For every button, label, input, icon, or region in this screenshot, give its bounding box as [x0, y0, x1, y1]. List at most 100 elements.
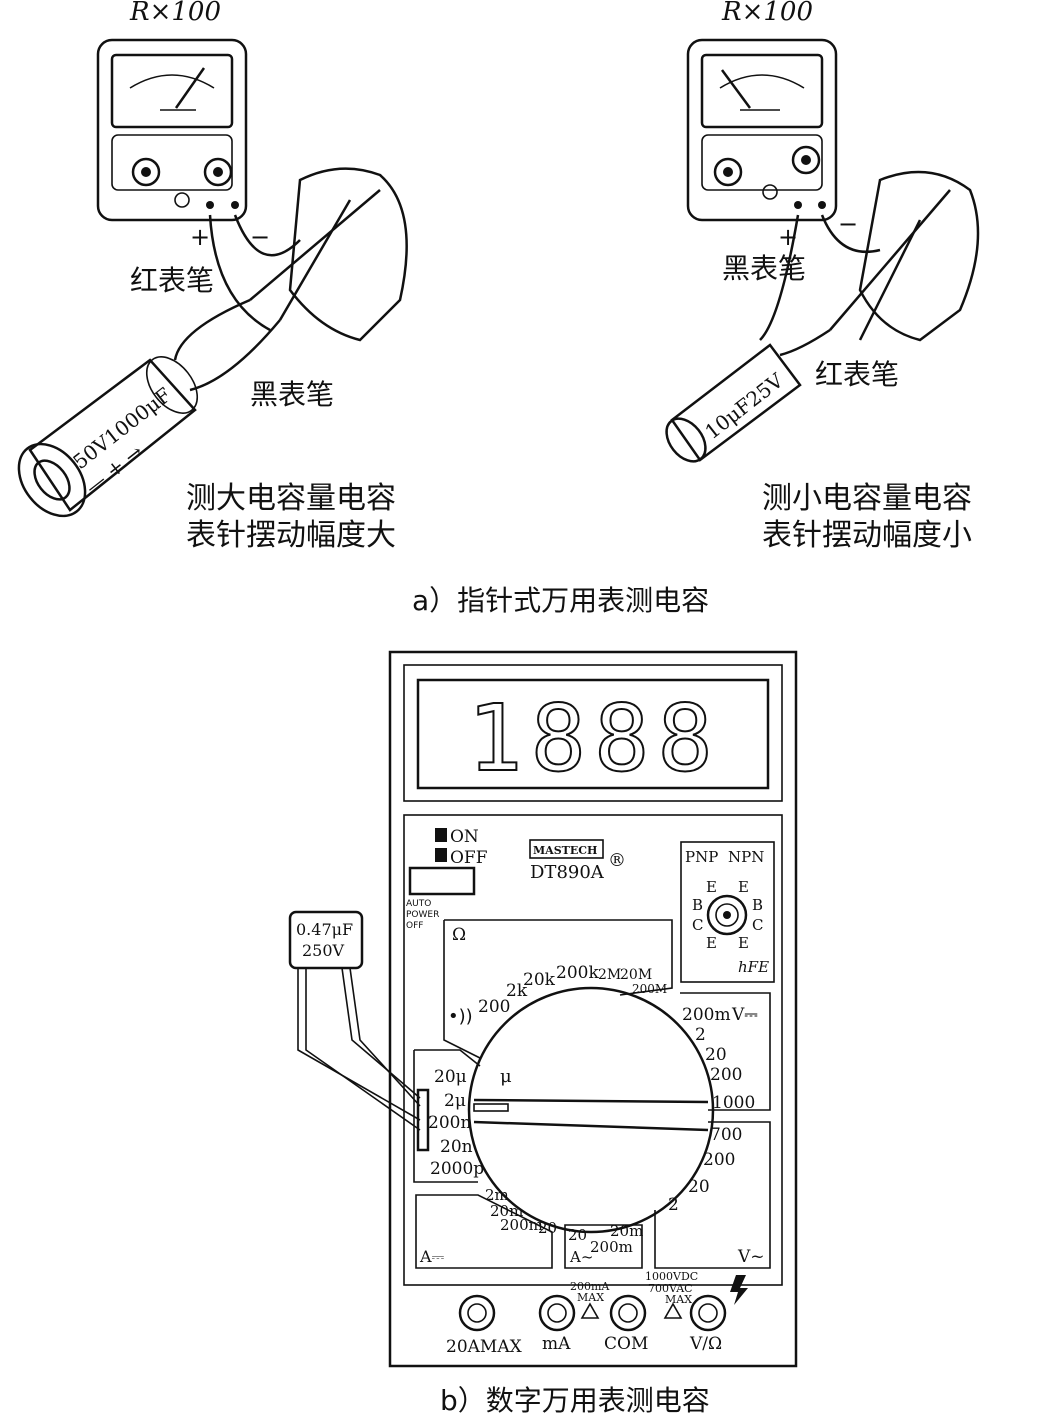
selector-pointer-lower [473, 1120, 709, 1132]
brand-badge [529, 839, 604, 859]
lcd-digits: 1888 [467, 685, 721, 792]
svg-text:0.47μF: 0.47μF [296, 920, 353, 939]
power-on-indicator [435, 828, 447, 842]
svg-text:A⎓: A⎓ [419, 1247, 445, 1266]
range-label-right: R×100 [721, 0, 813, 27]
caption-left-line1: 测大电容量电容 [186, 481, 396, 516]
svg-text:20m: 20m [490, 1202, 523, 1220]
svg-text:20: 20 [688, 1177, 710, 1197]
capacitance-socket[interactable] [416, 1088, 430, 1152]
caption-panel-a: a）指针式万用表测电容 [412, 584, 709, 617]
svg-text:1000: 1000 [712, 1093, 755, 1113]
acv-section [654, 1121, 771, 1269]
high-voltage-icon [730, 1275, 748, 1305]
svg-text:POWER: POWER [406, 910, 439, 920]
caption-panel-b: b）数字万用表测电容 [440, 1384, 710, 1417]
svg-text:20n: 20n [440, 1137, 473, 1157]
hand-right [858, 170, 980, 342]
svg-text:2μ: 2μ [444, 1091, 466, 1111]
svg-text:2k: 2k [506, 981, 528, 1001]
svg-text:−: − [838, 210, 858, 238]
svg-text:200k: 200k [556, 963, 599, 983]
svg-text:20: 20 [705, 1045, 727, 1065]
svg-text:A~: A~ [569, 1248, 593, 1266]
svg-text:E: E [706, 934, 717, 952]
svg-text:700: 700 [710, 1125, 742, 1145]
svg-text:200m: 200m [500, 1216, 543, 1234]
svg-text:AUTO: AUTO [406, 899, 431, 909]
svg-text:20: 20 [538, 1219, 557, 1237]
svg-text:200: 200 [703, 1150, 735, 1170]
svg-text:200mA: 200mA [570, 1280, 610, 1293]
jack-com[interactable] [609, 1294, 647, 1332]
svg-text:®: ® [608, 850, 626, 871]
dial-scale-arc-left [129, 74, 215, 89]
svg-text:2: 2 [668, 1195, 679, 1215]
meter-dial-right [700, 53, 824, 129]
black-probe-right [829, 189, 951, 331]
svg-text:PNP: PNP [685, 848, 718, 866]
jack-plus-left [206, 201, 214, 209]
svg-text:ON: ON [450, 827, 479, 847]
caption-left-line2: 表针摆动幅度大 [186, 518, 396, 553]
svg-text:V/Ω: V/Ω [689, 1334, 722, 1354]
probes-hand-left [173, 167, 408, 392]
knob-left-b [203, 157, 233, 187]
svg-text:hFE: hFE [738, 958, 769, 976]
rotary-selector[interactable] [467, 986, 715, 1234]
jack-ma[interactable] [538, 1294, 576, 1332]
svg-text:μ: μ [500, 1066, 512, 1087]
jack-minus-left [231, 201, 239, 209]
needle-right [720, 69, 752, 109]
red-probe-left [249, 189, 381, 301]
cap-section [413, 1049, 481, 1183]
jack-v-ohm[interactable] [689, 1294, 727, 1332]
svg-text:20: 20 [568, 1226, 587, 1244]
black-probe-label-right: 黑表笔 [722, 252, 806, 285]
svg-text:−: − [250, 223, 270, 251]
large-capacitor: 50V1000μF — + → [17, 356, 199, 518]
knob-left-a [131, 157, 161, 187]
svg-text:200m: 200m [682, 1005, 731, 1025]
continuity-icon: •)) [448, 1006, 473, 1027]
svg-text:MAX: MAX [665, 1293, 692, 1306]
caption-right-line2: 表针摆动幅度小 [762, 518, 972, 553]
svg-text:V⎓: V⎓ [731, 1005, 758, 1025]
svg-text:B: B [752, 896, 763, 914]
needle-left [174, 67, 206, 109]
analog-meter-right: R×100 + − [686, 0, 858, 251]
svg-text:1000VDC: 1000VDC [645, 1270, 698, 1283]
svg-text:20m: 20m [610, 1222, 643, 1240]
svg-text:MAX: MAX [577, 1291, 604, 1304]
capacitor-lead-a [297, 968, 421, 1121]
meter-dial-left [110, 53, 234, 129]
warning-icon-volt [663, 1302, 683, 1319]
small-capacitor: 10μF25V [665, 343, 802, 463]
svg-text:E: E [706, 878, 717, 896]
svg-text:2000p: 2000p [430, 1159, 484, 1179]
dca-section [415, 1194, 553, 1269]
hfe-socket-panel [680, 841, 775, 983]
meter-body-right [686, 38, 838, 222]
svg-text:2: 2 [695, 1025, 706, 1045]
svg-text:2m: 2m [485, 1186, 509, 1204]
hand-left [288, 167, 408, 342]
svg-text:OFF: OFF [406, 921, 423, 931]
selector-pointer-upper [473, 1098, 709, 1104]
lcd-display [416, 678, 770, 790]
aca-section [564, 1224, 643, 1269]
svg-text:C: C [752, 916, 763, 934]
meter-body-left [96, 38, 248, 222]
film-capacitor: 0.47μF 250V [288, 910, 430, 1152]
svg-text:200: 200 [710, 1065, 742, 1085]
power-button[interactable] [408, 866, 476, 896]
svg-text:E: E [738, 878, 749, 896]
hfe-socket[interactable] [706, 894, 748, 936]
svg-text:200M: 200M [632, 982, 667, 996]
svg-text:COM: COM [604, 1334, 648, 1354]
control-panel-left [111, 134, 233, 191]
jack-20a[interactable] [458, 1294, 496, 1332]
svg-text:mA: mA [542, 1334, 571, 1354]
red-probe-label-left: 红表笔 [130, 264, 214, 297]
